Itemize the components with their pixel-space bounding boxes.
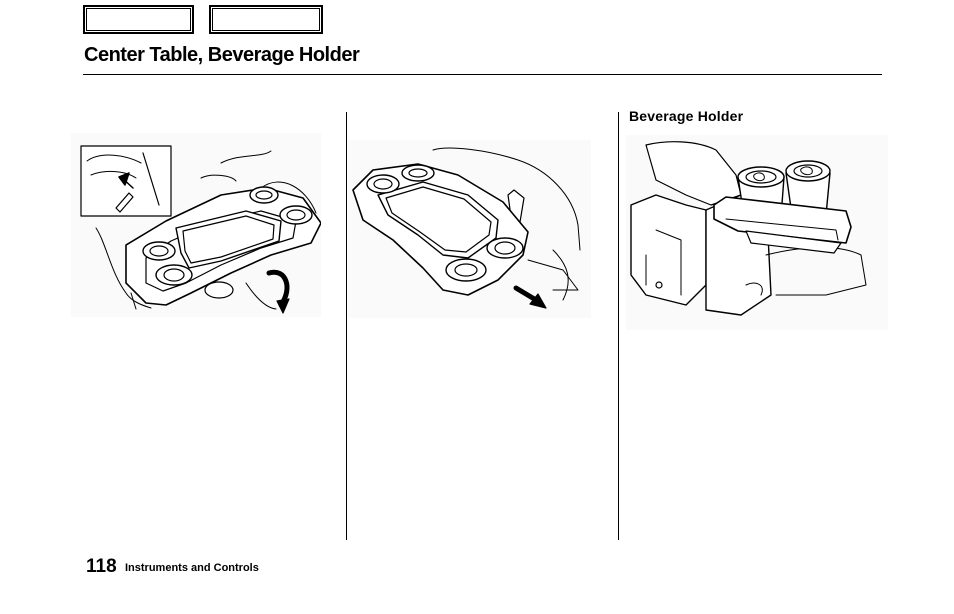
nav-forward-button[interactable] xyxy=(209,5,323,34)
section-name: Instruments and Controls xyxy=(125,562,259,574)
title-rule xyxy=(83,74,882,75)
center-table-fold-illustration xyxy=(71,133,321,317)
page-number: 118 xyxy=(86,556,117,577)
column-divider xyxy=(346,112,347,540)
page-title: Center Table, Beverage Holder xyxy=(84,44,360,66)
center-table-slide-illustration xyxy=(348,140,591,318)
nav-back-button[interactable] xyxy=(83,5,194,34)
column-divider xyxy=(618,112,619,540)
beverage-holder-heading: Beverage Holder xyxy=(629,108,744,124)
beverage-holder-illustration xyxy=(626,135,888,330)
